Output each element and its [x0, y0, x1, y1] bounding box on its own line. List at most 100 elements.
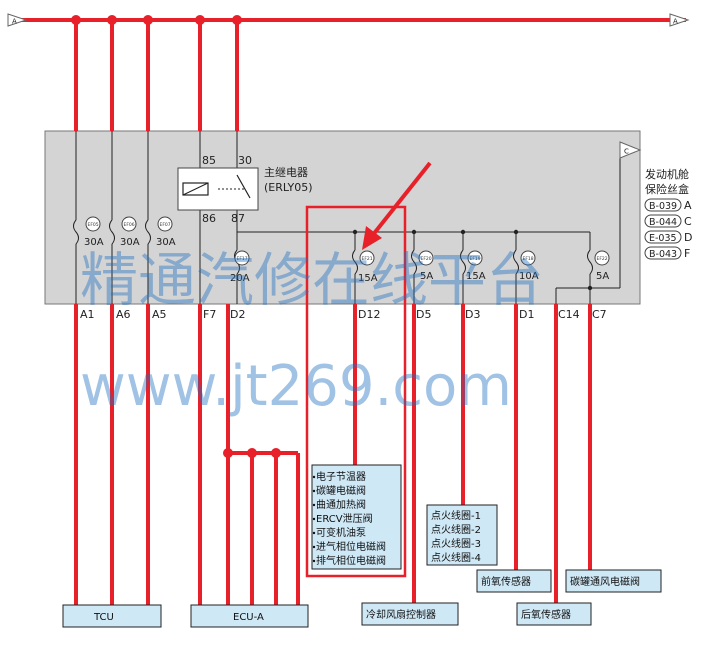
- left-connector-label: A: [12, 18, 17, 26]
- relay-pin-30: 30: [238, 154, 252, 167]
- svg-text:A: A: [684, 199, 692, 212]
- svg-text:F7: F7: [203, 308, 216, 321]
- svg-text:5A: 5A: [420, 271, 433, 282]
- svg-text:15A: 15A: [466, 271, 486, 282]
- svg-text:后氧传感器: 后氧传感器: [521, 608, 571, 621]
- svg-text:D: D: [684, 231, 692, 244]
- svg-text:EF22: EF22: [597, 256, 608, 262]
- fuse-ef21: EF21 15A: [352, 249, 378, 284]
- highlight-arrow: [370, 161, 432, 238]
- svg-text:EF20: EF20: [421, 256, 432, 262]
- side-connector-arrow: [619, 141, 642, 159]
- relay-switch: [236, 174, 251, 199]
- svg-text:EF21: EF21: [362, 256, 373, 262]
- load-box-fan-controller: 冷却风扇控制器: [361, 602, 459, 626]
- load-box-ecu: ECU-A: [190, 604, 309, 628]
- side-connector-label: C: [624, 148, 629, 156]
- watermark-line2: www.jt269.com: [80, 354, 512, 419]
- svg-text:EF05: EF05: [88, 222, 99, 228]
- watermark-line1: 精通汽修在线平台: [80, 246, 544, 314]
- svg-text:ECU-A: ECU-A: [233, 612, 264, 623]
- fuse-ef07: EF07 30A: [145, 216, 176, 248]
- pin-labels: A1 A6 A5 F7 D2 D12 D5 D3 D1 C14 C7: [80, 308, 607, 321]
- svg-text:C7: C7: [592, 308, 607, 321]
- relay-code: (ERLY05): [264, 181, 313, 194]
- svg-text:D5: D5: [416, 308, 431, 321]
- relay-pin-86: 86: [202, 212, 216, 225]
- svg-text:A5: A5: [152, 308, 167, 321]
- load-box-canister-vent: 碳罐通风电磁阀: [565, 569, 662, 593]
- relay-name: 主继电器: [264, 166, 308, 179]
- fuse-ef22: EF22 5A: [587, 249, 610, 282]
- load-box-ignition: 点火线圈-1 点火线圈-2 点火线圈-3 点火线圈-4: [426, 504, 498, 566]
- svg-text:B-043: B-043: [649, 249, 677, 260]
- relay-pin-87: 87: [231, 212, 245, 225]
- fuse-relay-module: [44, 130, 641, 305]
- svg-text:30A: 30A: [156, 237, 176, 248]
- fusebox-title-line1: 发动机舱: [645, 167, 689, 181]
- bullet-dots: [312, 475, 316, 563]
- internal-junctions: [352, 229, 593, 291]
- svg-text:点火线圈-2: 点火线圈-2: [431, 523, 481, 536]
- svg-text:F: F: [684, 247, 690, 260]
- svg-text:C: C: [684, 215, 692, 228]
- svg-text:EF07: EF07: [160, 222, 171, 228]
- fuse-ef20: EF20 5A: [411, 249, 434, 282]
- svg-text:点火线圈-3: 点火线圈-3: [431, 537, 481, 550]
- svg-text:电子节温器: 电子节温器: [316, 470, 366, 483]
- svg-text:B-039: B-039: [649, 201, 677, 212]
- svg-text:C14: C14: [558, 308, 580, 321]
- svg-text:A1: A1: [80, 308, 95, 321]
- highlight-frame: [305, 205, 407, 578]
- svg-text:TCU: TCU: [93, 612, 114, 623]
- svg-text:ERCV泄压阀: ERCV泄压阀: [316, 512, 373, 525]
- right-connector-arrow: [669, 13, 690, 27]
- load-box-d12: 电子节温器 碳罐电磁阀 曲通加热阀 ERCV泄压阀 可变机油泵 进气相位电磁阀 …: [311, 464, 402, 570]
- svg-text:碳罐电磁阀: 碳罐电磁阀: [316, 484, 366, 497]
- fuse-ef06: EF06 30A: [109, 216, 140, 248]
- svg-text:B-044: B-044: [649, 217, 677, 228]
- svg-text:曲通加热阀: 曲通加热阀: [316, 498, 366, 511]
- bus-drop-wires: [74, 20, 239, 131]
- fuse-ef18: EF18 10A: [513, 249, 539, 282]
- load-box-front-o2: 前氧传感器: [476, 569, 552, 593]
- svg-text:30A: 30A: [120, 237, 140, 248]
- fuse-ef05: EF05 30A: [73, 216, 104, 248]
- svg-text:EF06: EF06: [124, 222, 135, 228]
- right-connector-label: A: [673, 18, 678, 26]
- svg-text:15A: 15A: [358, 273, 378, 284]
- load-wires: [74, 304, 592, 605]
- svg-text:10A: 10A: [519, 271, 539, 282]
- svg-text:EF17: EF17: [237, 256, 248, 262]
- svg-text:点火线圈-4: 点火线圈-4: [431, 551, 481, 564]
- svg-text:排气相位电磁阀: 排气相位电磁阀: [316, 554, 386, 567]
- svg-text:进气相位电磁阀: 进气相位电磁阀: [316, 540, 386, 553]
- svg-text:前氧传感器: 前氧传感器: [481, 575, 531, 588]
- fuse-ef17: EF17 20A: [230, 249, 250, 284]
- svg-text:可变机油泵: 可变机油泵: [316, 526, 366, 539]
- svg-text:D3: D3: [465, 308, 480, 321]
- fuse-ef19: EF19 15A: [460, 249, 486, 282]
- load-box-rear-o2: 后氧传感器: [516, 602, 592, 626]
- svg-text:A6: A6: [116, 308, 131, 321]
- svg-text:5A: 5A: [596, 271, 609, 282]
- left-connector-arrow: [7, 13, 28, 27]
- svg-text:30A: 30A: [84, 237, 104, 248]
- svg-text:EF18: EF18: [523, 256, 534, 262]
- svg-text:D1: D1: [519, 308, 534, 321]
- svg-text:D2: D2: [230, 308, 245, 321]
- load-box-tcu: TCU: [62, 604, 162, 628]
- svg-text:EF19: EF19: [470, 256, 481, 262]
- svg-text:20A: 20A: [230, 273, 250, 284]
- svg-text:E-035: E-035: [649, 233, 677, 244]
- svg-text:D12: D12: [358, 308, 380, 321]
- relay-pin-85: 85: [202, 154, 216, 167]
- fusebox-title-line2: 保险丝盒: [645, 182, 689, 196]
- svg-text:冷却风扇控制器: 冷却风扇控制器: [366, 608, 436, 621]
- ecu-junctions: [223, 448, 281, 458]
- svg-text:点火线圈-1: 点火线圈-1: [431, 509, 481, 522]
- connector-list: B-039 A B-044 C E-035 D B-043 F: [644, 198, 692, 260]
- svg-text:碳罐通风电磁阀: 碳罐通风电磁阀: [570, 575, 640, 588]
